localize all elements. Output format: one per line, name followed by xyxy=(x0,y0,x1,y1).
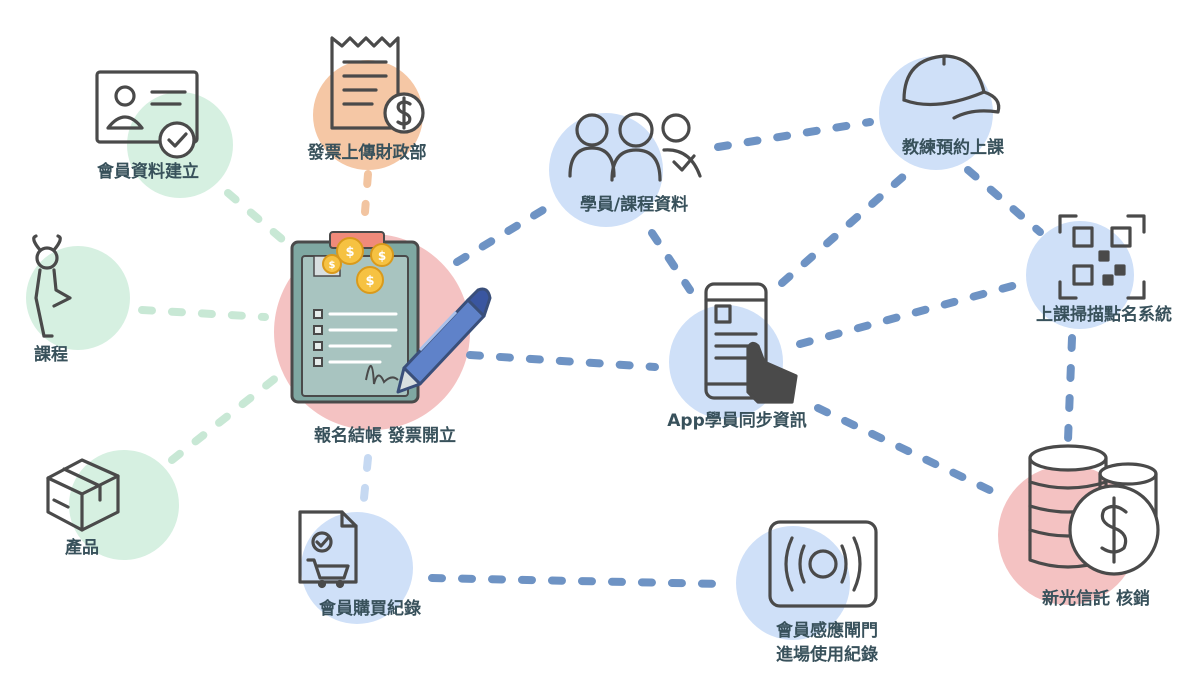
svg-text:$: $ xyxy=(329,260,336,271)
receipt-dollar-icon xyxy=(330,36,425,134)
app-sync-label: App學員同步資訊 xyxy=(667,410,807,431)
link-product-checkout xyxy=(168,369,286,464)
coach-booking-circle xyxy=(879,56,993,170)
checkout-label: 報名結帳 發票開立 xyxy=(314,425,456,446)
member-profile-label: 會員資料建立 xyxy=(96,161,199,182)
box-icon xyxy=(46,458,120,532)
link-checkout-purchase xyxy=(359,454,372,512)
link-member-checkout xyxy=(224,189,287,244)
cap-icon xyxy=(902,54,1001,120)
link-coach-qr xyxy=(964,166,1044,236)
gate-entry-label-line2: 進場使用紀錄 xyxy=(776,644,878,665)
qr-checkin-circle xyxy=(1026,221,1134,329)
qr-checkin-label: 上課掃描點名系統 xyxy=(1036,304,1172,325)
link-student-app xyxy=(648,229,694,294)
product-circle xyxy=(69,450,179,560)
link-purchase-gate xyxy=(428,574,726,588)
qr-code-icon xyxy=(1058,214,1146,300)
student-course-circle xyxy=(549,113,663,227)
invoice-upload-label: 發票上傳財政部 xyxy=(307,142,427,163)
yoga-pose-icon xyxy=(32,234,72,338)
link-checkout-student xyxy=(453,203,552,266)
link-course-checkout xyxy=(138,306,269,321)
svg-text:$: $ xyxy=(345,245,354,260)
coins-dollar-icon xyxy=(1028,444,1160,576)
link-qr-bank xyxy=(1064,334,1076,444)
svg-text:$: $ xyxy=(378,249,386,263)
product-label: 產品 xyxy=(65,537,99,558)
link-app-coach xyxy=(778,171,909,287)
people-group-icon xyxy=(568,112,702,182)
link-app-bank xyxy=(814,404,1004,499)
student-course-label: 學員/課程資料 xyxy=(580,194,688,215)
invoice-upload-circle xyxy=(313,60,423,170)
gate-entry-label-line1: 會員感應閘門 xyxy=(775,620,878,641)
purchase-document-icon xyxy=(298,510,358,589)
link-checkout-app xyxy=(466,351,659,371)
link-student-coach xyxy=(714,118,874,151)
svg-text:$: $ xyxy=(365,274,374,289)
coach-booking-label: 教練預約上課 xyxy=(901,137,1005,158)
bank-trust-label: 新光信託 核銷 xyxy=(1042,588,1150,609)
course-label: 課程 xyxy=(34,344,68,365)
purchase-record-label: 會員購買紀錄 xyxy=(318,598,421,619)
sensor-gate-icon xyxy=(768,520,878,608)
clipboard-pen-icon: $ $ $ $ xyxy=(290,231,492,404)
link-app-qr xyxy=(796,281,1020,348)
phone-tap-icon xyxy=(704,282,798,404)
course-circle xyxy=(26,246,130,350)
link-invoice-checkout xyxy=(361,170,372,216)
id-card-check-icon xyxy=(95,70,199,159)
gate-entry-circle xyxy=(736,526,850,640)
